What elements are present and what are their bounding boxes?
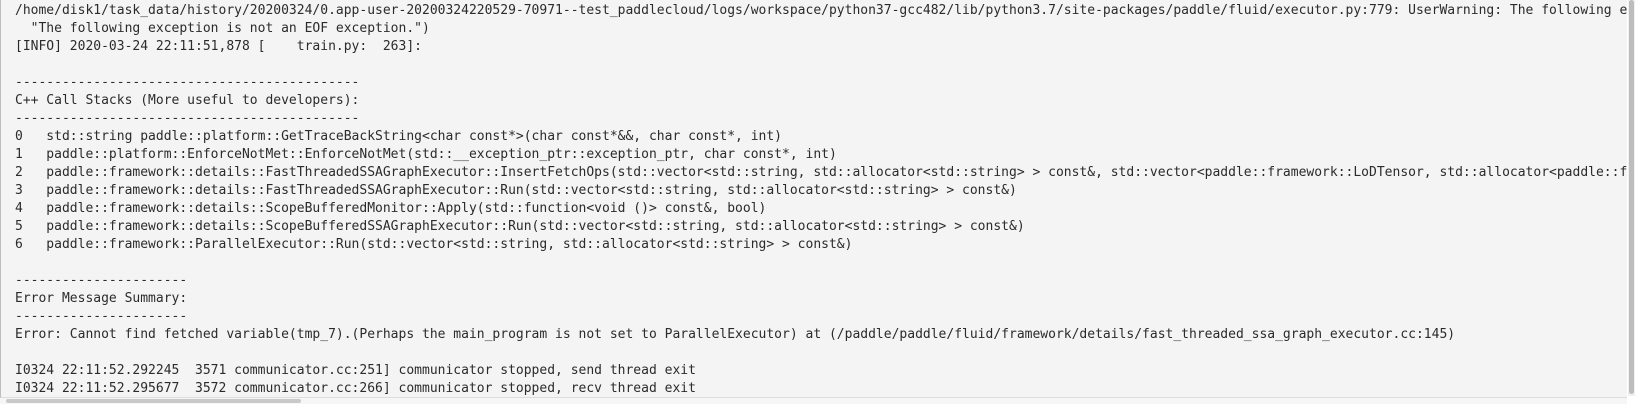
stack-frame-2: 2 paddle::framework::details::FastThread…: [15, 165, 1628, 180]
call-stacks-heading: C++ Call Stacks (More useful to develope…: [15, 93, 360, 108]
log-line-communicator-recv: I0324 22:11:52.295677 3572 communicator.…: [15, 381, 696, 396]
horizontal-scrollbar[interactable]: [0, 398, 1627, 404]
vertical-scrollbar[interactable]: [1628, 0, 1635, 396]
log-divider: ----------------------------------------…: [15, 111, 360, 126]
log-divider: ----------------------: [15, 309, 188, 324]
stack-frame-5: 5 paddle::framework::details::ScopeBuffe…: [15, 219, 1025, 234]
horizontal-scrollbar-thumb[interactable]: [6, 399, 301, 403]
log-line-blank: [15, 56, 1627, 74]
stack-frame-1: 1 paddle::platform::EnforceNotMet::Enfor…: [15, 147, 837, 162]
log-line-communicator-send: I0324 22:11:52.292245 3571 communicator.…: [15, 363, 696, 378]
stack-frame-6: 6 paddle::framework::ParallelExecutor::R…: [15, 237, 853, 252]
log-line-warning-path: /home/disk1/task_data/history/20200324/0…: [15, 3, 1628, 18]
stack-frame-0: 0 std::string paddle::platform::GetTrace…: [15, 129, 783, 144]
log-line-blank: [15, 254, 1627, 272]
log-line-warning-message: "The following exception is not an EOF e…: [15, 21, 430, 36]
log-divider: ----------------------------------------…: [15, 75, 360, 90]
stack-frame-3: 3 paddle::framework::details::FastThread…: [15, 183, 1017, 198]
log-divider: ----------------------: [15, 273, 188, 288]
vertical-scrollbar-thumb[interactable]: [1629, 0, 1634, 394]
stack-frame-4: 4 paddle::framework::details::ScopeBuffe…: [15, 201, 767, 216]
error-message: Error: Cannot find fetched variable(tmp_…: [15, 327, 1456, 342]
log-line-info: [INFO] 2020-03-24 22:11:51,878 [ train.p…: [15, 39, 422, 54]
log-output: /home/disk1/task_data/history/20200324/0…: [1, 0, 1627, 398]
error-summary-heading: Error Message Summary:: [15, 291, 188, 306]
log-line-blank: [15, 344, 1627, 362]
